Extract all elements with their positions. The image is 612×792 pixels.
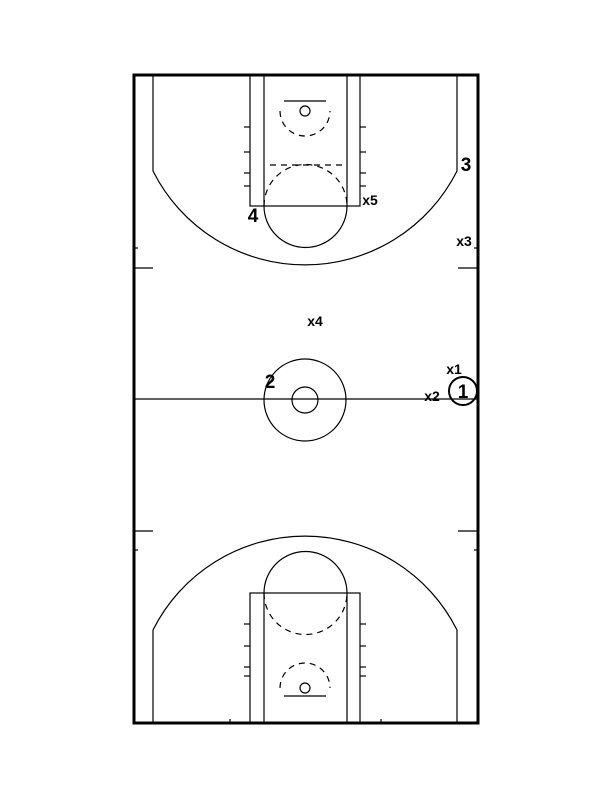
defense-player-x1[interactable]: x1 (446, 361, 462, 377)
bottom-restricted-area (279, 662, 331, 689)
defense-player-x4[interactable]: x4 (307, 313, 323, 329)
bottom-half-court (134, 530, 478, 724)
top-basket (299, 105, 311, 117)
bottom-three-point-line (152, 535, 458, 723)
ball-handler-circle (448, 376, 478, 406)
top-restricted-area (279, 110, 331, 137)
offense-player-2[interactable]: 2 (265, 372, 276, 393)
offense-player-3[interactable]: 3 (461, 155, 472, 176)
offense-player-1[interactable]: 1 (458, 382, 469, 403)
offensive-players: 1 2 3 4 (248, 155, 478, 406)
bottom-outer-lane (249, 592, 361, 724)
top-half-court (134, 74, 478, 269)
bottom-free-throw-circle-solid (263, 550, 348, 594)
top-free-throw-circle-dashed (263, 163, 348, 207)
defense-player-x3[interactable]: x3 (456, 233, 472, 249)
top-outer-lane (249, 74, 361, 207)
bottom-free-throw-circle-dashed (263, 592, 348, 636)
top-three-point-line (152, 75, 458, 266)
center-circle (263, 358, 347, 442)
bottom-basket (299, 682, 311, 694)
defensive-players: x1 x2 x3 x4 x5 (307, 192, 472, 404)
defense-player-x5[interactable]: x5 (362, 192, 378, 208)
center-inner-circle (291, 386, 319, 414)
defense-player-x2[interactable]: x2 (424, 388, 440, 404)
top-free-throw-circle-solid (263, 205, 348, 249)
offense-player-4[interactable]: 4 (248, 206, 259, 227)
